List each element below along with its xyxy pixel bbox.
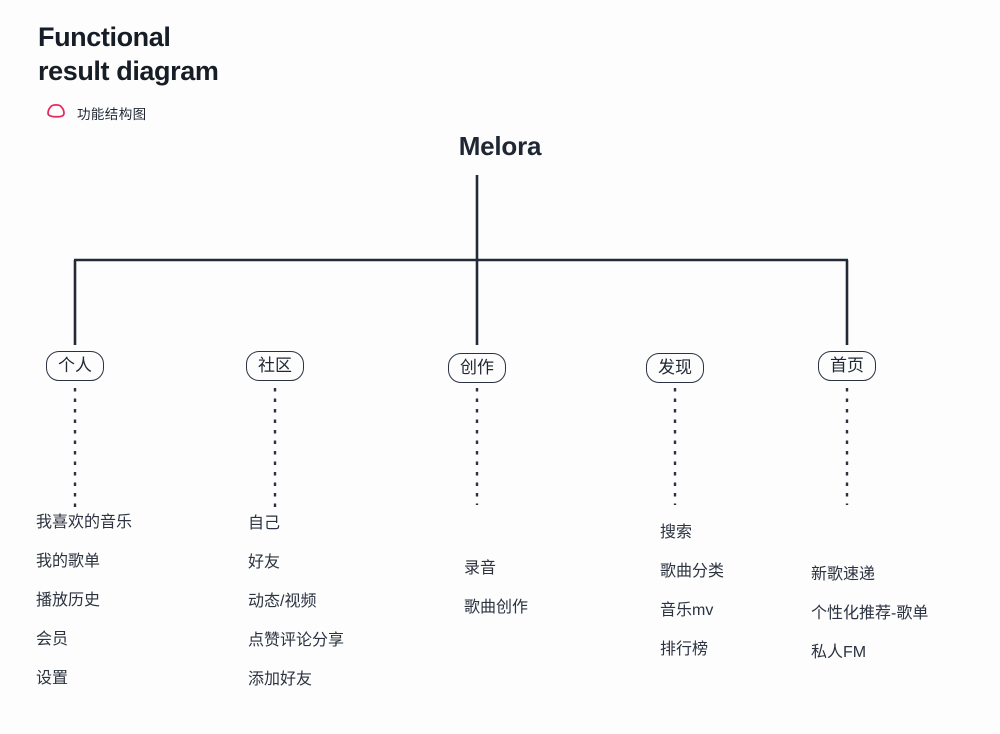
node-create[interactable]: 创作 <box>448 353 506 383</box>
list-item[interactable]: 录音 <box>464 560 497 577</box>
subtitle-row: 功能结构图 <box>46 103 218 123</box>
node-discover[interactable]: 发现 <box>646 353 704 383</box>
list-item[interactable]: 搜索 <box>660 524 693 541</box>
list-item[interactable]: 好友 <box>248 554 281 571</box>
list-item[interactable]: 音乐mv <box>660 602 714 619</box>
list-item[interactable]: 自己 <box>248 515 281 532</box>
list-item[interactable]: 新歌速递 <box>811 566 876 583</box>
node-community[interactable]: 社区 <box>246 351 304 381</box>
node-home[interactable]: 首页 <box>818 351 876 381</box>
subtitle-text: 功能结构图 <box>77 106 147 122</box>
list-item[interactable]: 排行榜 <box>660 641 709 658</box>
leaf-column-home: 新歌速递 个性化推荐-歌单 私人FM <box>811 567 928 661</box>
list-item[interactable]: 私人FM <box>811 644 867 661</box>
leaf-column-create: 录音 歌曲创作 <box>464 561 528 616</box>
list-item[interactable]: 点赞评论分享 <box>248 632 345 649</box>
leaf-column-personal: 我喜欢的音乐 我的歌单 播放历史 会员 设置 <box>36 515 132 687</box>
root-node-label: Melora <box>458 131 542 161</box>
list-item[interactable]: 设置 <box>36 670 69 687</box>
list-item[interactable]: 我喜欢的音乐 <box>36 514 133 531</box>
leaf-column-discover: 搜索 歌曲分类 音乐mv 排行榜 <box>660 525 724 658</box>
list-item[interactable]: 动态/视频 <box>248 593 317 610</box>
leaf-column-community: 自己 好友 动态/视频 点赞评论分享 添加好友 <box>248 516 344 688</box>
play-icon <box>47 103 65 118</box>
list-item[interactable]: 添加好友 <box>248 671 313 688</box>
list-item[interactable]: 歌曲分类 <box>660 563 725 580</box>
list-item[interactable]: 会员 <box>36 631 69 648</box>
header: Functional result diagram 功能结构图 <box>38 20 219 123</box>
page-title: Functional result diagram <box>38 22 219 87</box>
list-item[interactable]: 我的歌单 <box>36 553 101 570</box>
list-item[interactable]: 个性化推荐-歌单 <box>811 605 929 622</box>
node-personal[interactable]: 个人 <box>46 351 104 381</box>
list-item[interactable]: 歌曲创作 <box>464 599 529 616</box>
list-item[interactable]: 播放历史 <box>36 592 101 609</box>
